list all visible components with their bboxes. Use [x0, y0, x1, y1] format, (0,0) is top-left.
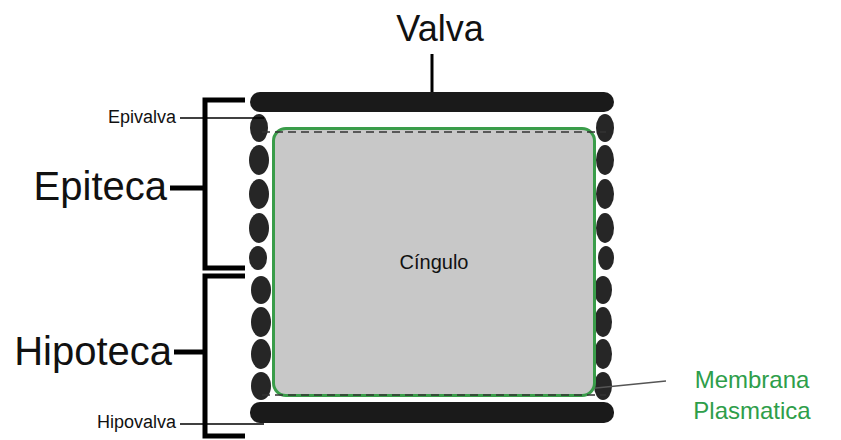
part-label: Cíngulo — [400, 251, 469, 274]
cell-interior: Cíngulo — [272, 127, 596, 397]
membrane-label: Membrana Plasmatica — [672, 364, 832, 426]
hypovalve-label: Hipovalva — [97, 412, 176, 433]
hypovalve-shape — [250, 402, 614, 423]
valve-label: Valva — [396, 8, 483, 49]
hypotheca-label: Hipoteca — [14, 328, 172, 374]
epitheca-label: Epiteca — [34, 163, 167, 209]
leader-lines — [180, 54, 666, 424]
theca-brackets — [170, 100, 245, 436]
girdle-bands — [249, 114, 614, 400]
epivalve-shape — [250, 92, 614, 112]
epivalve-label: Epivalva — [108, 107, 176, 128]
